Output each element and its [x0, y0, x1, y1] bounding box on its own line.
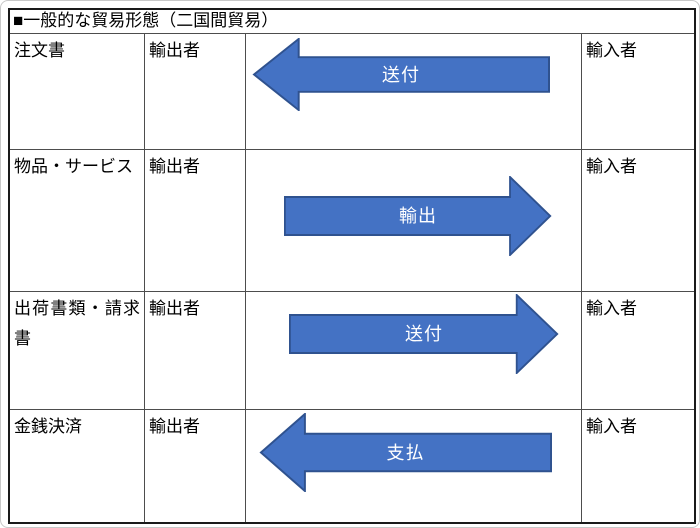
left-arrow-shape [252, 38, 550, 111]
flow-arrow: 送付 [289, 294, 559, 374]
exporter-cell: 輸出者 [145, 292, 246, 410]
arrow-label: 支払 [386, 442, 425, 463]
left-arrow-icon [259, 413, 552, 492]
arrow-label: 輸出 [399, 206, 437, 226]
flow-arrow: 支払 [259, 413, 552, 492]
left-arrow-shape [259, 413, 552, 492]
importer-label: 輸入者 [586, 299, 637, 318]
trade-flow-table: ■一般的な貿易形態（二国間貿易） 注文書 輸出者 送付 輸入者 物品・サービス … [8, 8, 696, 524]
row-label-cell: 金銭決済 [10, 410, 145, 522]
importer-cell: 輸入者 [582, 292, 694, 410]
right-arrow-icon [284, 176, 552, 256]
table-title: ■一般的な貿易形態（二国間貿易） [10, 10, 694, 34]
importer-cell: 輸入者 [582, 410, 694, 522]
importer-cell: 輸入者 [582, 34, 694, 150]
right-arrow-shape [289, 294, 559, 374]
importer-cell: 輸入者 [582, 150, 694, 292]
exporter-label: 輸出者 [149, 157, 200, 176]
row-label: 注文書 [14, 41, 65, 60]
exporter-label: 輸出者 [149, 299, 200, 318]
importer-label: 輸入者 [586, 417, 637, 436]
exporter-label: 輸出者 [149, 417, 200, 436]
row-label-cell: 物品・サービス [10, 150, 145, 292]
exporter-cell: 輸出者 [145, 150, 246, 292]
flow-cell: 送付 [246, 292, 582, 410]
flow-cell: 輸出 [246, 150, 582, 292]
importer-label: 輸入者 [586, 41, 637, 60]
right-arrow-shape [284, 176, 552, 256]
exporter-label: 輸出者 [149, 41, 200, 60]
importer-label: 輸入者 [586, 157, 637, 176]
right-arrow-icon [289, 294, 559, 374]
row-label: 金銭決済 [14, 417, 82, 436]
left-arrow-icon [252, 38, 550, 111]
arrow-label: 送付 [405, 324, 443, 344]
row-label-cell: 出荷書類・請求書 [10, 292, 145, 410]
arrow-label: 送付 [382, 64, 420, 85]
exporter-cell: 輸出者 [145, 410, 246, 522]
row-label: 物品・サービス [14, 157, 133, 176]
row-label: 出荷書類・請求書 [14, 299, 140, 348]
flow-cell: 支払 [246, 410, 582, 522]
exporter-cell: 輸出者 [145, 34, 246, 150]
flow-cell: 送付 [246, 34, 582, 150]
flow-arrow: 送付 [252, 38, 550, 111]
row-label-cell: 注文書 [10, 34, 145, 150]
flow-arrow: 輸出 [284, 176, 552, 256]
